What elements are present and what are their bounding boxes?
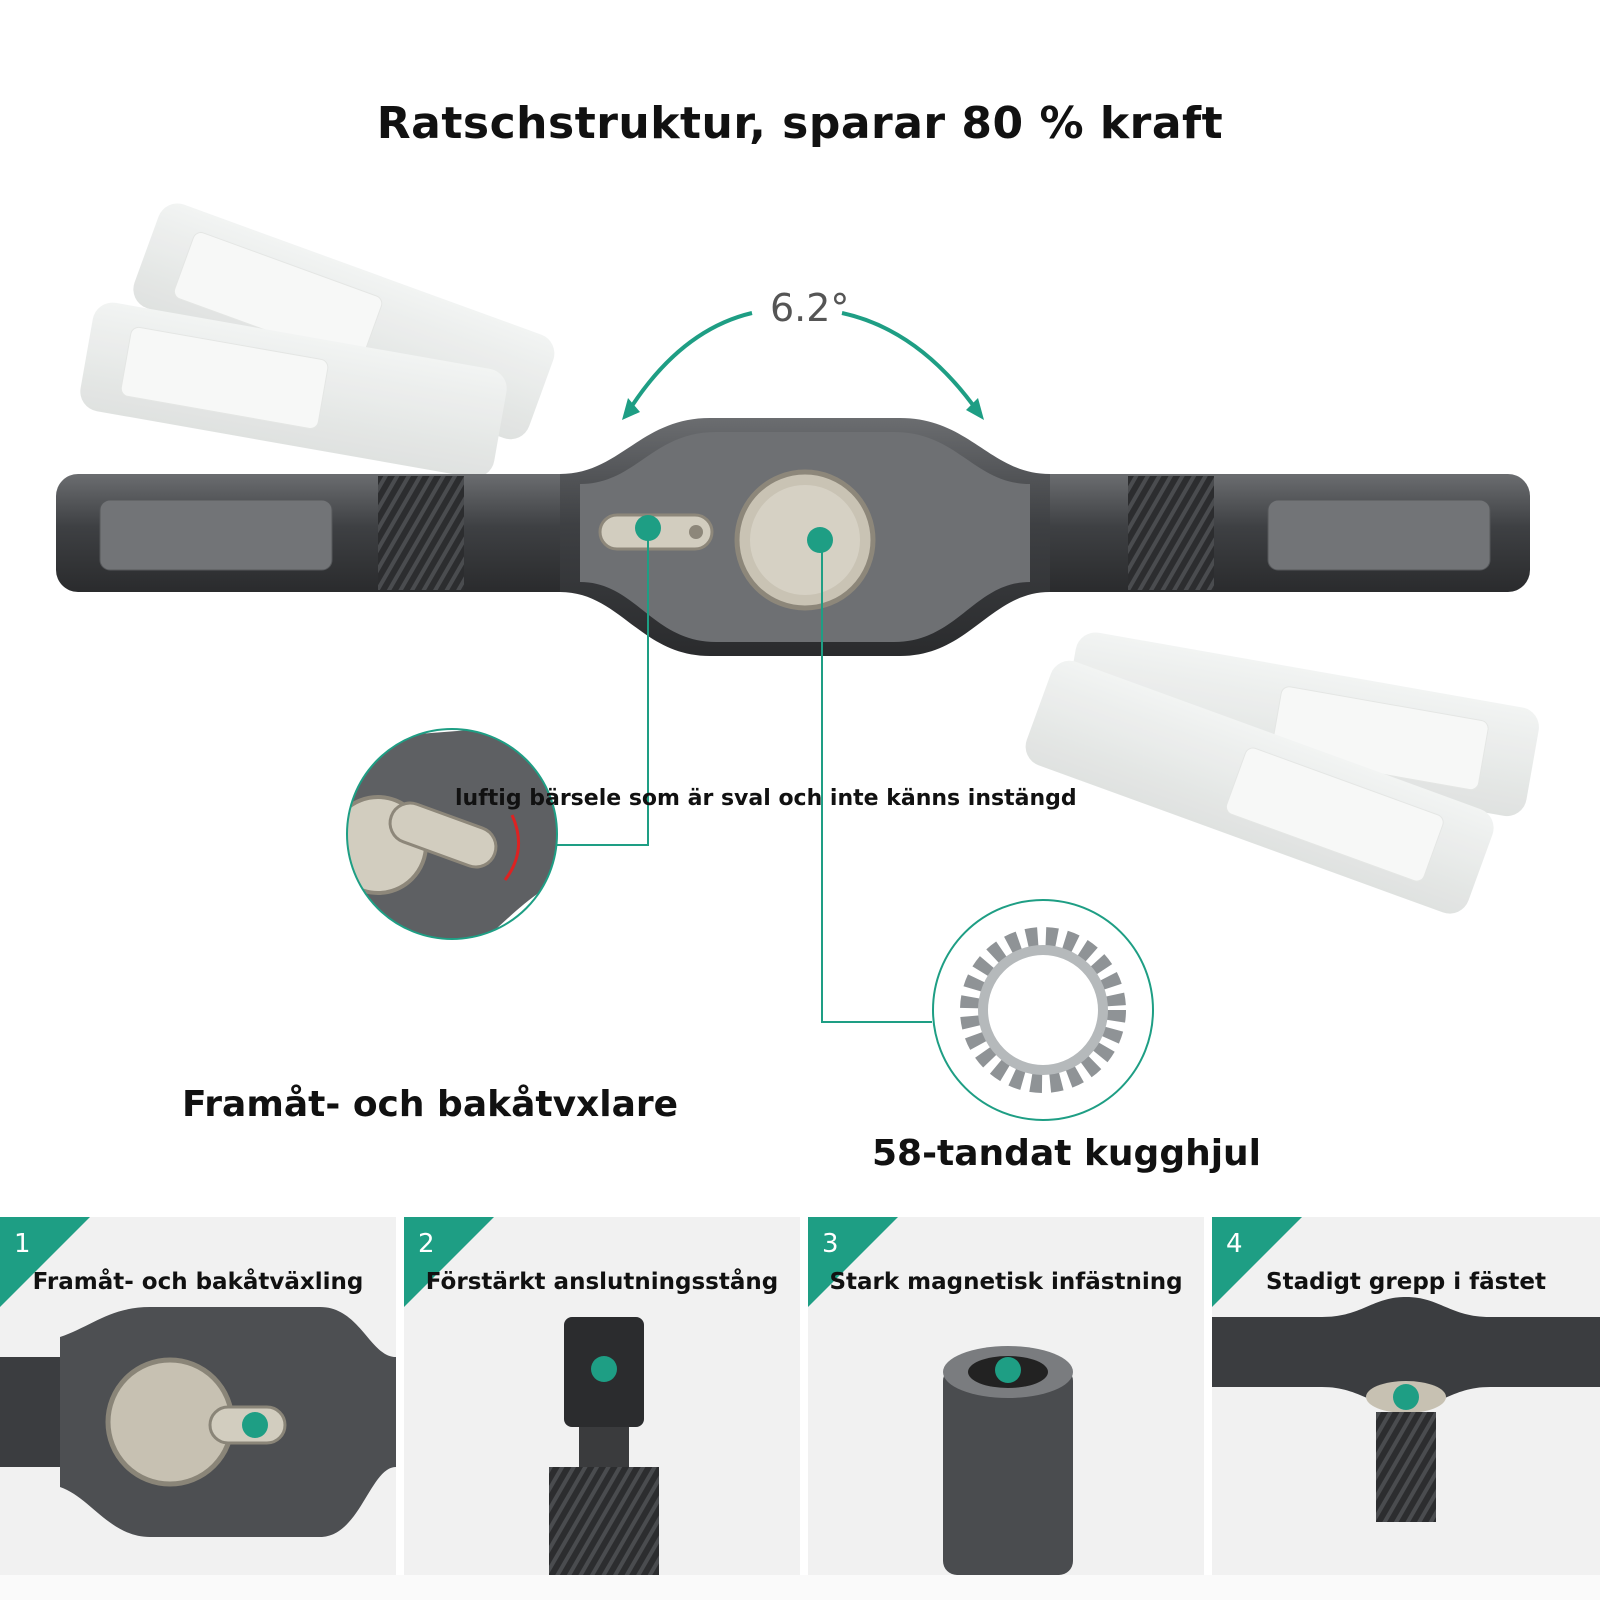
panel-2-image [549,1317,659,1575]
ghost-handle-upper [80,203,555,478]
panel-4-image [1212,1297,1600,1522]
feature-panel-3: 3 Stark magnetisk infästning [808,1217,1204,1575]
ratchet-illustration [56,203,1539,1121]
leader-line-switch [556,528,649,846]
feature-panel-2: 2 Förstärkt anslutningsstång [404,1217,800,1575]
panel-title: Framåt- och bakåtväxling [32,1269,364,1295]
panel-3-image [943,1346,1073,1575]
arrow-right-icon [966,398,984,420]
arc-right [841,311,980,414]
arrow-left-icon [622,398,640,420]
feature-label-gear: 58-tandat kugghjul [872,1133,1262,1174]
number-corner [404,1217,494,1307]
panel-number: 4 [1226,1229,1243,1259]
overlay-caption: luftig bärsele som är sval och inte känn… [455,786,1077,811]
panel-1-image [0,1307,396,1537]
panel-title: Stark magnetisk infästning [829,1269,1183,1295]
bottom-strip [0,1575,1600,1600]
arc-left [626,311,753,414]
zoom-circle-switch [346,728,558,940]
panel-number: 2 [418,1229,435,1259]
feature-label-switch: Framåt- och bakåtvxlare [182,1084,679,1125]
leader-line-gear [821,540,932,1023]
number-corner [808,1217,898,1307]
zoom-circle-gear [932,899,1154,1121]
angle-label: 6.2° [770,286,850,330]
panel-number: 1 [14,1229,31,1259]
number-corner [1212,1217,1302,1307]
main-wrench [56,418,1530,656]
feature-panel-1: 1 Framåt- och bakåtväxling [0,1217,396,1575]
ghost-handle-lower [1025,632,1539,914]
page-title: Ratschstruktur, sparar 80 % kraft [376,98,1224,149]
number-corner [0,1217,90,1307]
callout-dot-gear [807,527,833,553]
feature-panel-4: 4 Stadigt grepp i fästet [1212,1217,1600,1575]
panel-title: Stadigt grepp i fästet [1266,1269,1546,1295]
panel-title: Förstärkt anslutningsstång [425,1269,779,1295]
panel-number: 3 [822,1229,839,1259]
